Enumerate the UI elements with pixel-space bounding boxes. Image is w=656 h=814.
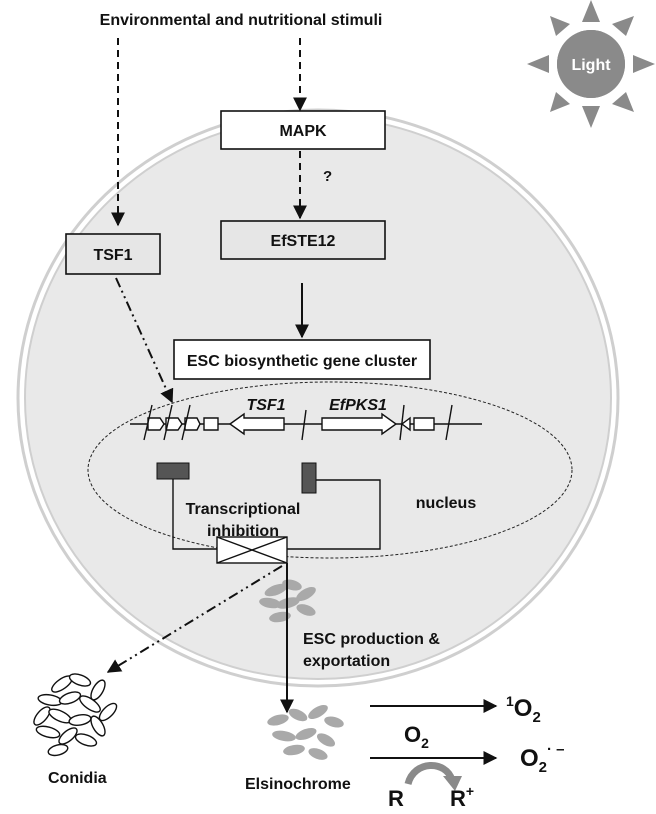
- cell: [16, 108, 620, 688]
- light-sun-icon: [527, 0, 655, 128]
- cluster-box: [173, 339, 431, 380]
- conidia-label: Conidia: [48, 770, 107, 787]
- light-label: Light: [571, 57, 611, 74]
- conidia-cluster: [33, 673, 118, 757]
- mapk-box: [220, 110, 386, 150]
- tsf1-box: [65, 233, 161, 275]
- production-label-line2: exportation: [303, 653, 390, 670]
- mapk-label: MAPK: [279, 123, 327, 140]
- production-label-line1: ESC production &: [303, 631, 440, 648]
- cell-outer-membrane: [16, 108, 620, 688]
- r-to-rplus-arrowhead: [443, 776, 462, 791]
- exporter-crossed-box: [216, 536, 288, 564]
- nucleus: [87, 381, 573, 559]
- gene-efpks1-label: EfPKS1: [329, 397, 387, 414]
- tsf1-box-label: TSF1: [93, 247, 132, 264]
- efste12-box: [220, 220, 386, 260]
- tsf1-to-cluster-arrow: [115, 277, 174, 404]
- inhibition-label-line1: Transcriptional: [186, 501, 301, 518]
- question-mark: ?: [323, 168, 332, 185]
- inhibition-label-line2: inhibition: [207, 523, 279, 540]
- gene-tsf1-label: TSF1: [246, 397, 285, 414]
- efste12-label: EfSTE12: [271, 233, 336, 250]
- singlet-oxygen-product: 1O2: [506, 693, 541, 726]
- left-protein-block: [156, 462, 190, 480]
- left-inhibition-line: [172, 479, 217, 550]
- r-to-rplus-curve-arrow: [404, 762, 456, 786]
- o2-reactant: O2: [404, 722, 429, 751]
- right-protein-block: [301, 462, 317, 494]
- gene-cluster-map: [130, 404, 482, 441]
- right-inhibition-line: [287, 479, 381, 550]
- inhibition-to-conidia-arrow: [106, 565, 283, 673]
- nucleus-label: nucleus: [416, 495, 477, 512]
- stimuli-label: Environmental and nutritional stimuli: [100, 12, 383, 29]
- cluster-label: ESC biosynthetic gene cluster: [187, 353, 417, 370]
- superoxide-product: O2· –: [520, 741, 565, 776]
- r-label: R: [388, 786, 404, 811]
- cell-inner-membrane: [24, 116, 612, 680]
- elsinochrome-label: Elsinochrome: [245, 776, 351, 793]
- r-plus-label: R+: [450, 783, 474, 811]
- elsinochrome-molecules: [267, 705, 344, 760]
